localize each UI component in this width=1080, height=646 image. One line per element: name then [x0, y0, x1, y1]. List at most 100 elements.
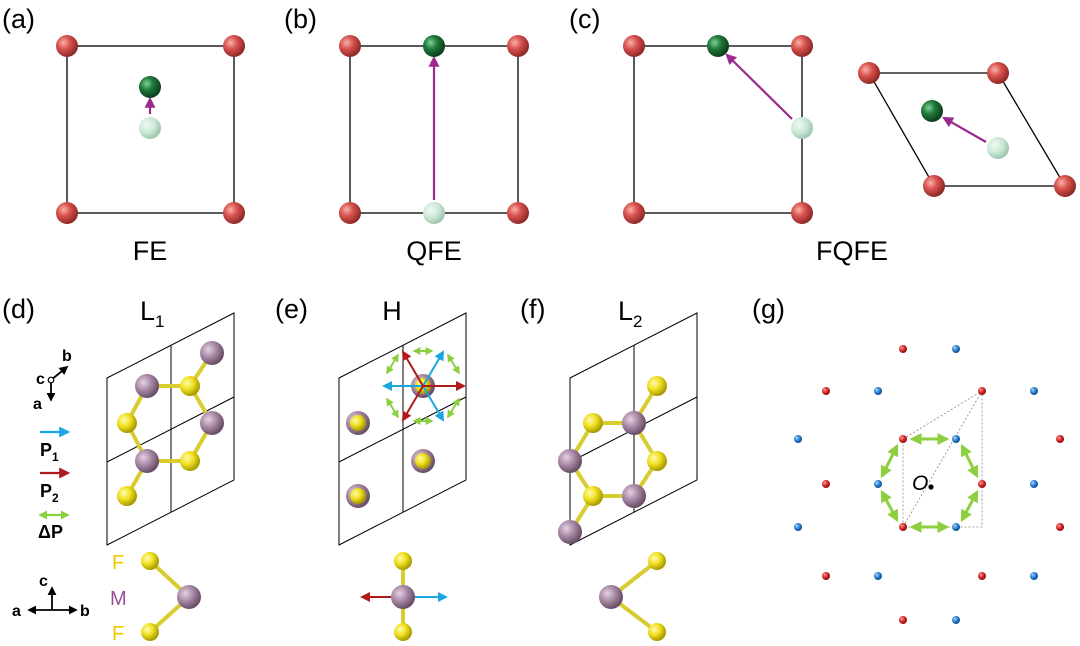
f-atom [394, 623, 412, 641]
ghost-atom [139, 117, 161, 139]
dp-arrows [386, 347, 460, 425]
red-atom [623, 35, 645, 57]
ghost-atom [987, 137, 1009, 159]
blue-site [952, 523, 960, 531]
f-atom [648, 552, 666, 570]
unit-cell-square [633, 45, 803, 214]
bonds [125, 351, 214, 497]
green-atom [921, 100, 943, 122]
red-atom [923, 175, 945, 197]
m-atom [599, 585, 623, 609]
blue-site [952, 345, 960, 353]
axis-a-label: a [12, 603, 21, 620]
red-site [978, 572, 986, 580]
panel-d-label: (d) [2, 294, 35, 324]
f-atom [141, 552, 159, 570]
ghost-atom [791, 117, 813, 139]
m-atom [135, 449, 159, 473]
m-atom [135, 374, 159, 398]
dp-hexagon [880, 433, 979, 533]
red-atom [623, 202, 645, 224]
red-atom [507, 202, 529, 224]
red-site [899, 345, 907, 353]
origin-dot [928, 484, 934, 490]
unit-cell [66, 45, 235, 214]
panel-b-label: (b) [284, 4, 317, 34]
panel-f-label: (f) [520, 294, 545, 324]
red-atom [56, 35, 78, 57]
axis-c-label: c [36, 371, 45, 388]
panel-e-title: H [382, 296, 402, 326]
legend-dp-label: ΔP [38, 522, 63, 542]
lattice-grid [338, 312, 467, 546]
red-atom [507, 35, 529, 57]
blue-site [874, 480, 882, 488]
blue-site [1030, 480, 1038, 488]
blue-site [1030, 572, 1038, 580]
axis-b-arrow [50, 365, 69, 381]
panel-d-title: L1 [140, 296, 165, 331]
m-atom [200, 341, 224, 365]
axis-b-label: b [80, 603, 90, 620]
red-site [1056, 435, 1064, 443]
red-site [822, 572, 830, 580]
blue-site [952, 616, 960, 624]
m-atom [622, 484, 646, 508]
red-site [978, 387, 986, 395]
blue-site [1030, 387, 1038, 395]
red-atom [1054, 175, 1076, 197]
blue-site [874, 387, 882, 395]
legend: P1 P2 ΔP [38, 426, 71, 542]
unit-cell-rhombus [867, 72, 1067, 187]
red-atom [339, 35, 361, 57]
red-site [822, 480, 830, 488]
blue-site [952, 435, 960, 443]
legend-p1-label: P1 [40, 440, 59, 464]
bonds [568, 384, 659, 534]
site-dots [794, 345, 1064, 624]
red-atom [223, 35, 245, 57]
ghost-atom [423, 202, 445, 224]
red-atom [56, 202, 78, 224]
panel-e-label: (e) [275, 294, 308, 324]
f-atom [180, 451, 200, 471]
panel-f: (f) L2 [520, 294, 698, 641]
m-atom [177, 585, 201, 609]
mf-atom [350, 415, 366, 431]
side-label-f-bottom: F [112, 623, 124, 645]
side-label-m: M [110, 588, 127, 610]
caption-qfe: QFE [406, 236, 462, 266]
mf-atom [350, 488, 366, 504]
f-atom [648, 623, 666, 641]
origin-label: O [912, 472, 928, 495]
red-atom [858, 62, 880, 84]
red-site [899, 435, 907, 443]
m-atom [558, 449, 582, 473]
axis-b-label: b [62, 348, 72, 365]
f-atom [647, 451, 667, 471]
panel-a-label: (a) [2, 4, 35, 34]
red-atom [339, 202, 361, 224]
panel-e: (e) H [275, 294, 467, 641]
axes-indicator-top: c b a [33, 348, 72, 413]
panel-d: (d) L1 F M F [2, 294, 235, 645]
red-atom [223, 202, 245, 224]
panel-b: (b) QFE [284, 4, 529, 266]
red-site [822, 387, 830, 395]
panel-g: (g) [752, 294, 1064, 624]
dashed-cell [902, 390, 983, 528]
m-atom [622, 411, 646, 435]
m-atom [391, 585, 415, 609]
p2-arrows [401, 350, 466, 422]
axis-a-label: a [33, 396, 42, 413]
blue-site [794, 523, 802, 531]
lattice-grid [106, 312, 235, 546]
panel-g-label: (g) [752, 294, 785, 324]
red-site [978, 480, 986, 488]
caption-fqfe: FQFE [816, 236, 888, 266]
mf-atom [415, 453, 431, 469]
f-atom [647, 376, 667, 396]
panel-c-label: (c) [569, 4, 600, 34]
axes-indicator-bottom: c a b [12, 573, 90, 620]
